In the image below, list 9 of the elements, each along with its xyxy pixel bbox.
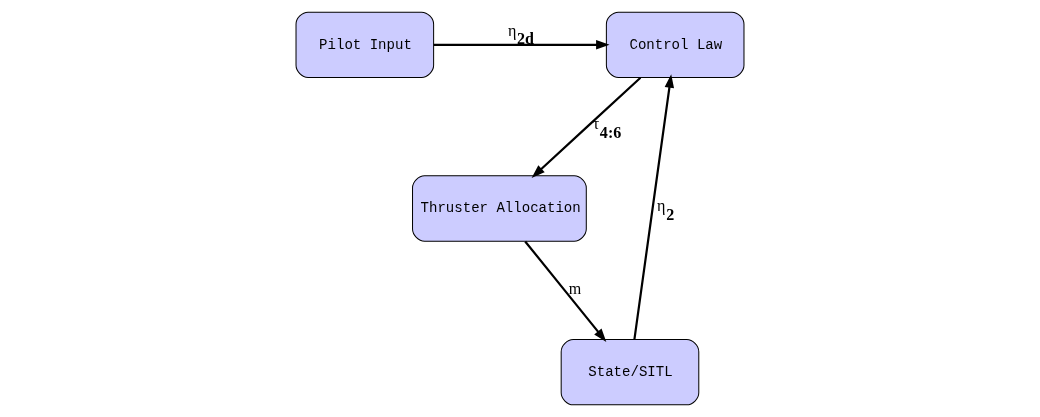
edge-label: m — [568, 280, 582, 298]
arrow — [524, 240, 607, 342]
node-box: State/SITL — [560, 339, 700, 406]
node-box: Control Law — [605, 11, 745, 78]
node-box: Thruster Allocation — [412, 175, 587, 242]
arrow — [531, 76, 642, 178]
arrow — [433, 40, 610, 50]
arrow — [633, 74, 675, 340]
node-box: Pilot Input — [295, 11, 435, 78]
